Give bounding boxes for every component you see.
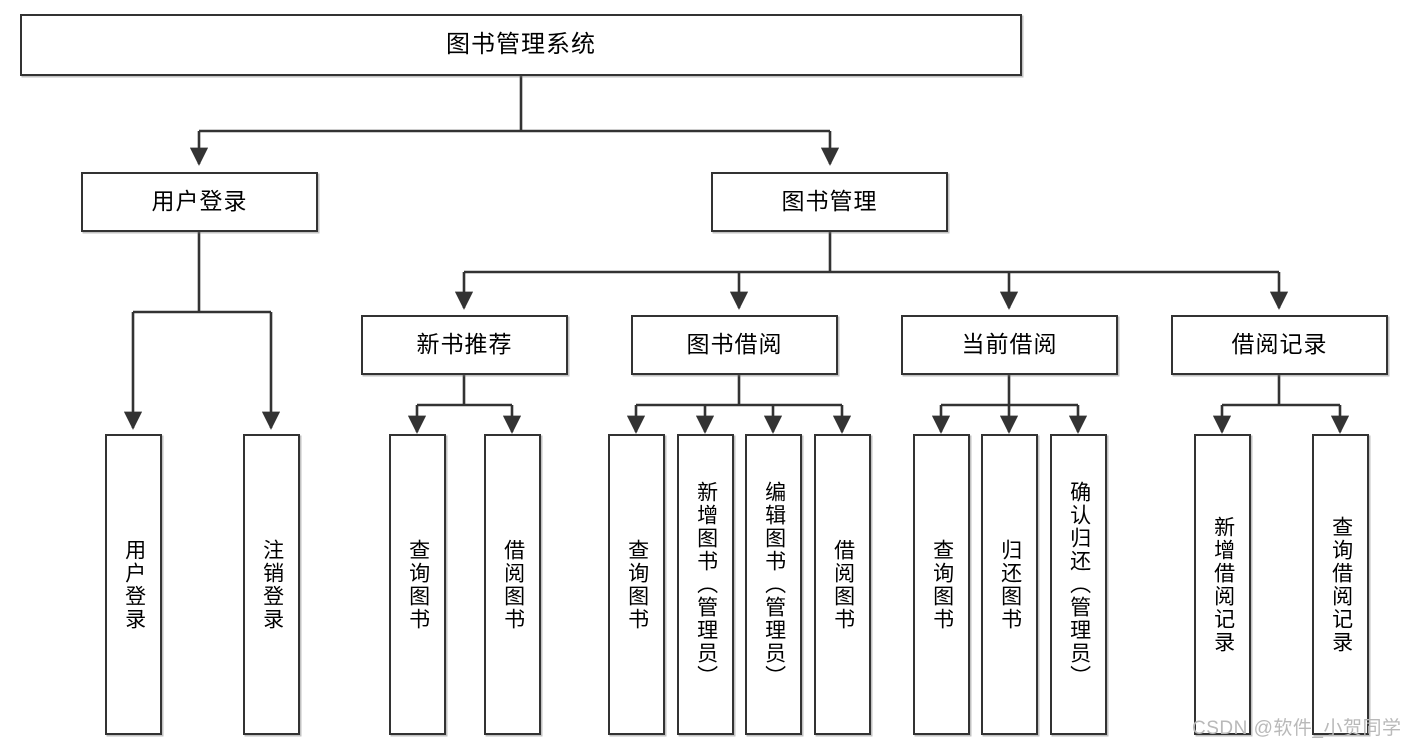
node-label: 用户登录 bbox=[122, 538, 146, 631]
node-label: 图书管理 bbox=[781, 188, 878, 215]
node-root-book-management-system[interactable]: 图书管理系统 bbox=[20, 14, 1022, 76]
leaf-user-login[interactable]: 用户登录 bbox=[105, 434, 162, 735]
node-label: 确认归还（管理员） bbox=[1067, 481, 1091, 688]
node-label: 图书借阅 bbox=[686, 331, 783, 358]
node-label: 新书推荐 bbox=[416, 331, 513, 358]
node-book-management[interactable]: 图书管理 bbox=[711, 172, 948, 232]
leaf-borrow-book[interactable]: 借阅图书 bbox=[814, 434, 871, 735]
node-label: 查询图书 bbox=[406, 538, 430, 631]
node-borrowing-record[interactable]: 借阅记录 bbox=[1171, 315, 1388, 375]
leaf-query-book-recommendation[interactable]: 查询图书 bbox=[389, 434, 446, 735]
node-label: 新增图书（管理员） bbox=[694, 481, 718, 688]
csdn-watermark: CSDN @软件_小贺同学 bbox=[1192, 718, 1402, 739]
node-new-book-recommendation[interactable]: 新书推荐 bbox=[361, 315, 568, 375]
node-label: 借阅记录 bbox=[1231, 331, 1328, 358]
leaf-query-book-borrowing[interactable]: 查询图书 bbox=[608, 434, 665, 735]
node-label: 用户登录 bbox=[151, 188, 248, 215]
node-current-borrowing[interactable]: 当前借阅 bbox=[901, 315, 1118, 375]
node-user-login[interactable]: 用户登录 bbox=[81, 172, 318, 232]
leaf-add-book-admin[interactable]: 新增图书（管理员） bbox=[677, 434, 734, 735]
node-label: 查询图书 bbox=[625, 538, 649, 631]
node-label: 新增借阅记录 bbox=[1211, 515, 1235, 654]
node-book-borrowing[interactable]: 图书借阅 bbox=[631, 315, 838, 375]
node-label: 查询借阅记录 bbox=[1329, 515, 1353, 654]
node-label: 注销登录 bbox=[260, 538, 284, 631]
node-label: 归还图书 bbox=[998, 538, 1022, 631]
node-label: 图书管理系统 bbox=[446, 30, 596, 58]
leaf-query-borrowing-record[interactable]: 查询借阅记录 bbox=[1312, 434, 1369, 735]
node-label: 借阅图书 bbox=[831, 538, 855, 631]
leaf-edit-book-admin[interactable]: 编辑图书（管理员） bbox=[745, 434, 802, 735]
leaf-logout[interactable]: 注销登录 bbox=[243, 434, 300, 735]
node-label: 借阅图书 bbox=[501, 538, 525, 631]
node-label: 查询图书 bbox=[930, 538, 954, 631]
leaf-confirm-return-admin[interactable]: 确认归还（管理员） bbox=[1050, 434, 1107, 735]
leaf-query-book-current[interactable]: 查询图书 bbox=[913, 434, 970, 735]
leaf-return-book[interactable]: 归还图书 bbox=[981, 434, 1038, 735]
node-label: 编辑图书（管理员） bbox=[762, 481, 786, 688]
leaf-add-borrowing-record[interactable]: 新增借阅记录 bbox=[1194, 434, 1251, 735]
node-label: 当前借阅 bbox=[961, 331, 1058, 358]
leaf-borrow-book-recommendation[interactable]: 借阅图书 bbox=[484, 434, 541, 735]
